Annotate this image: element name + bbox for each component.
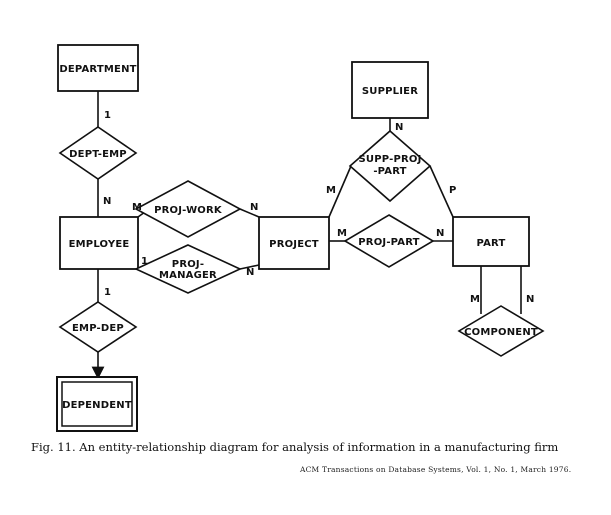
card-proj-work-employee: M — [132, 202, 142, 213]
entity-employee-label: EMPLOYEE — [69, 239, 130, 250]
card-proj-work-project: N — [250, 202, 258, 213]
card-supp-supplier: N — [395, 122, 403, 133]
entity-supplier: SUPPLIER — [351, 61, 429, 119]
relationship-supp-proj-part-label-2: -PART — [373, 166, 406, 177]
relationship-proj-part-label: PROJ-PART — [358, 237, 419, 248]
card-proj-part-part: N — [436, 228, 444, 239]
entity-part-label: PART — [476, 238, 505, 249]
entity-part: PART — [452, 216, 530, 267]
entity-employee: EMPLOYEE — [59, 216, 139, 270]
line-supp-project — [328, 165, 352, 218]
relationship-emp-dep-label: EMP-DEP — [72, 323, 124, 334]
card-proj-manager-project: N — [246, 267, 254, 278]
card-proj-manager-employee: 1 — [141, 256, 148, 267]
card-proj-part-project: M — [337, 228, 347, 239]
card-emp-dep-employee: 1 — [104, 287, 111, 298]
line-supp-part — [429, 165, 454, 218]
card-supp-part: P — [449, 185, 456, 196]
entity-department: DEPARTMENT — [57, 44, 139, 92]
relationship-supp-proj-part-label-1: SUPP-PROJ — [358, 154, 421, 165]
card-supp-project: M — [326, 185, 336, 196]
relationship-proj-manager-label-1: PROJ- — [172, 259, 204, 270]
relationship-proj-manager: PROJ- MANAGER — [134, 244, 242, 294]
relationship-dept-emp-label: DEPT-EMP — [69, 149, 127, 160]
entity-supplier-label: SUPPLIER — [362, 86, 418, 97]
relationship-emp-dep: EMP-DEP — [58, 301, 138, 353]
entity-project-label: PROJECT — [269, 239, 319, 250]
figure-caption: Fig. 11. An entity-relationship diagram … — [31, 440, 559, 454]
relationship-proj-part: PROJ-PART — [343, 214, 435, 268]
entity-project: PROJECT — [258, 216, 330, 270]
card-dept-emp-department: 1 — [104, 110, 111, 121]
entity-dependent: DEPENDENT — [56, 376, 138, 432]
card-dept-emp-employee: N — [103, 196, 111, 207]
line-projmanager-project — [239, 264, 260, 270]
relationship-proj-work: PROJ-WORK — [134, 180, 242, 238]
card-component-m: M — [470, 294, 480, 305]
relationship-component-label: COMPONENT — [464, 327, 538, 338]
relationship-component: COMPONENT — [457, 305, 545, 357]
relationship-supp-proj-part: SUPP-PROJ -PART — [348, 129, 432, 203]
citation-line: ACM Transactions on Database Systems, Vo… — [300, 465, 572, 474]
cardinality-labels: 1 N M N 1 N 1 M N N M P M N — [103, 110, 534, 305]
relationship-proj-work-label: PROJ-WORK — [154, 205, 223, 216]
relationship-proj-manager-label-2: MANAGER — [159, 270, 217, 281]
entity-dependent-label: DEPENDENT — [62, 400, 132, 411]
entity-department-label: DEPARTMENT — [59, 64, 136, 75]
line-projwork-project — [239, 208, 260, 218]
relationship-dept-emp: DEPT-EMP — [58, 126, 138, 180]
card-component-n: N — [526, 294, 534, 305]
